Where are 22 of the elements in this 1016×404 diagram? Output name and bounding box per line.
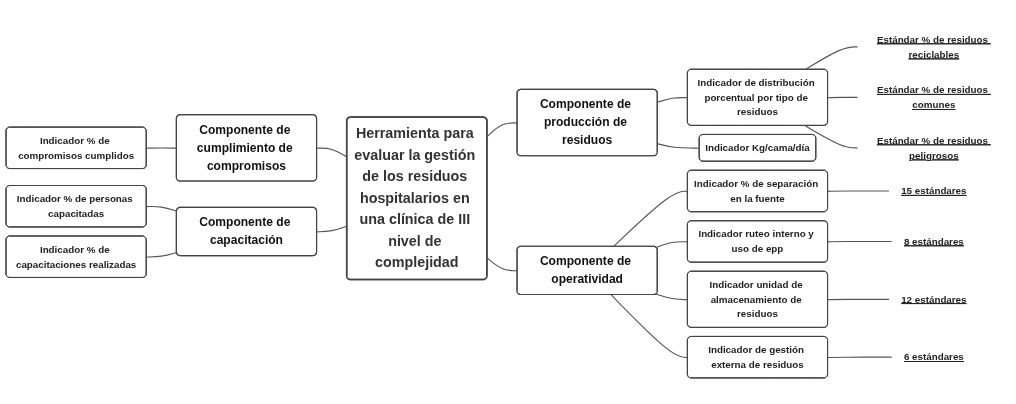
node-text: 8 estándares [903, 235, 964, 247]
connector [610, 294, 689, 359]
connector [827, 96, 859, 99]
connector [486, 122, 518, 137]
node-text: Estándar % de residuos reciclables [876, 33, 989, 60]
connector [804, 46, 859, 71]
connector [804, 125, 859, 149]
node-text: Estándar % de residuos peligrosos [876, 134, 989, 161]
node-text: 6 estándares [903, 351, 964, 363]
node-text: 15 estándares [901, 185, 967, 197]
connector [486, 257, 518, 272]
connector [827, 190, 890, 192]
connector [612, 190, 689, 248]
connector [655, 241, 689, 249]
node-text: Estándar % de residuos comunes [876, 84, 989, 111]
connector [655, 293, 689, 301]
connector [657, 97, 689, 103]
node-text: 12 estándares [901, 293, 967, 305]
connector [657, 143, 701, 149]
connector [827, 240, 893, 243]
connector [827, 298, 890, 301]
connector [827, 356, 893, 359]
